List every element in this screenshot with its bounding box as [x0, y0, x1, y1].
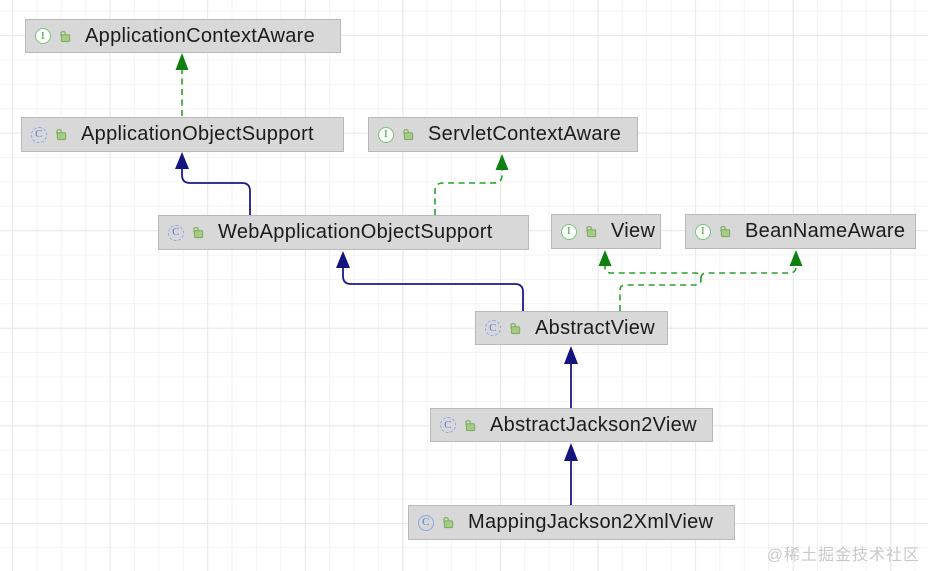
arrowhead-extends [336, 251, 350, 268]
arrowhead-extends [564, 443, 578, 461]
edge-implements-webapplicationobjectsupport-servletcontextaware [434, 170, 503, 215]
open-lock-icon [441, 516, 454, 529]
watermark: @稀土掘金技术社区 [766, 547, 920, 564]
interface-icon: I [695, 223, 711, 240]
arrowhead-extends [564, 346, 578, 364]
class-name-label: ServletContextAware [428, 123, 622, 145]
class-node-applicationobjectsupport[interactable]: C ApplicationObjectSupport [21, 117, 344, 152]
abstract-class-icon: C [440, 417, 456, 433]
open-lock-icon [718, 225, 731, 238]
class-node-webapplicationobjectsupport[interactable]: C WebApplicationObjectSupport [158, 215, 529, 250]
abstract-class-icon: C [31, 126, 47, 143]
open-lock-icon [191, 226, 204, 239]
class-node-beannameaware[interactable]: I BeanNameAware [685, 214, 916, 249]
abstract-class-icon: C [485, 320, 501, 336]
edge-implements-abstractview-view [604, 266, 702, 311]
class-name-label: WebApplicationObjectSupport [218, 221, 493, 243]
class-icon: C [418, 514, 434, 531]
open-lock-icon [58, 30, 71, 43]
open-lock-icon [584, 225, 597, 238]
class-name-label: AbstractJackson2View [490, 413, 697, 436]
edge-extends-abstractview-webapplicationobjectsupport [342, 268, 524, 311]
edge-extends-webapplicationobjectsupport-applicationobjectsupport [181, 169, 251, 215]
class-node-abstractjackson2view[interactable]: C AbstractJackson2View [430, 408, 713, 442]
open-lock-icon [401, 128, 414, 141]
interface-icon: I [378, 126, 394, 143]
class-node-view[interactable]: I View [551, 214, 661, 249]
interface-icon: I [35, 28, 51, 44]
class-name-label: ApplicationObjectSupport [81, 123, 314, 145]
class-node-mappingjackson2xmlview[interactable]: C MappingJackson2XmlView [408, 505, 735, 540]
open-lock-icon [463, 419, 476, 432]
interface-icon: I [561, 223, 577, 240]
class-name-label: AbstractView [535, 316, 655, 339]
edge-implements-abstractview-beannameaware [700, 266, 797, 279]
arrowhead-implements [495, 154, 509, 170]
arrowhead-implements [789, 250, 803, 266]
class-name-label: MappingJackson2XmlView [468, 511, 714, 533]
open-lock-icon [54, 128, 67, 141]
arrowhead-implements [598, 250, 612, 266]
class-node-abstractview[interactable]: C AbstractView [475, 311, 668, 345]
abstract-class-icon: C [168, 224, 184, 241]
class-name-label: View [611, 220, 656, 242]
open-lock-icon [508, 322, 521, 335]
arrowhead-implements [175, 53, 189, 70]
class-name-label: BeanNameAware [745, 220, 906, 242]
class-name-label: ApplicationContextAware [85, 24, 315, 47]
class-node-servletcontextaware[interactable]: I ServletContextAware [368, 117, 638, 152]
arrowhead-extends [175, 152, 189, 169]
class-node-applicationcontextaware[interactable]: I ApplicationContextAware [25, 19, 341, 53]
